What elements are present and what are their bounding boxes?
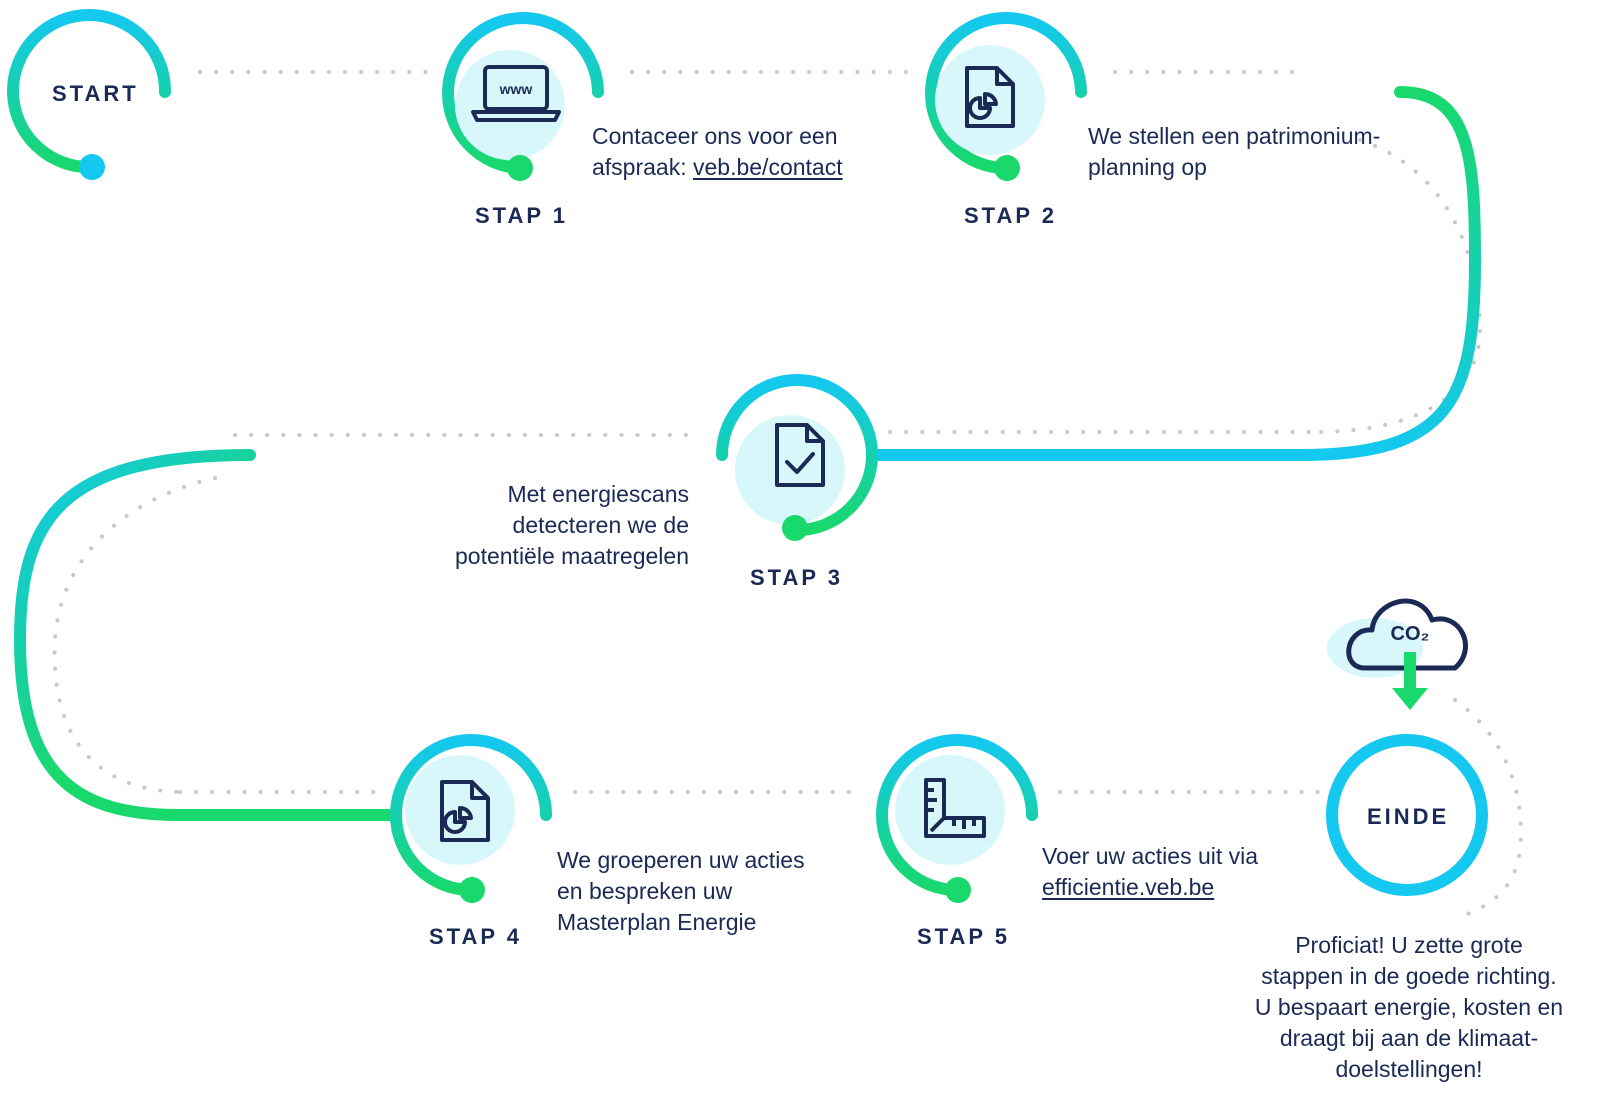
main-track <box>7 9 1482 821</box>
document-pie-chart-icon <box>965 66 1015 128</box>
svg-text:www: www <box>499 81 533 97</box>
end-line: draagt bij aan de klimaat- <box>1279 1025 1539 1051</box>
document-check-icon <box>775 423 825 487</box>
co2-cloud-down-arrow-icon: CO₂ <box>1327 598 1468 710</box>
step-4-label: STAP 4 <box>429 924 522 949</box>
laptop-www-icon: www <box>471 65 561 122</box>
end-line: Proficiat! U zette grote <box>1295 932 1523 958</box>
end-line: U bespaart energie, kosten en <box>1254 994 1564 1020</box>
step-4-description: We groeperen uw acties en bespreken uw M… <box>557 845 805 938</box>
step-3-line: detecteren we de <box>512 512 689 538</box>
step-3-line: potentiële maatregelen <box>455 543 689 569</box>
step-1-description: Contaceer ons voor een afspraak: veb.be/… <box>592 121 843 183</box>
end-label: EINDE <box>1367 804 1450 829</box>
start-label: START <box>52 81 139 106</box>
end-line: stappen in de goede richting. <box>1261 963 1557 989</box>
efficientie-link[interactable]: efficientie.veb.be <box>1042 874 1215 900</box>
step-5-description: Voer uw acties uit via efficientie.veb.b… <box>1042 841 1258 903</box>
document-pie-chart-icon-2 <box>440 780 490 842</box>
end-line: doelstellingen! <box>1335 1056 1483 1082</box>
step-4-line: en bespreken uw <box>557 878 733 904</box>
step-4-line: We groeperen uw acties <box>557 847 805 873</box>
step-1-line: Contaceer ons voor een <box>592 123 838 149</box>
contact-link[interactable]: veb.be/contact <box>693 154 843 180</box>
step-3-label: STAP 3 <box>750 565 843 590</box>
step-2-line: We stellen een patrimonium- <box>1088 123 1381 149</box>
end-description: Proficiat! U zette grote stappen in de g… <box>1244 930 1574 1085</box>
step-3-line: Met energiescans <box>507 481 689 507</box>
track-endpoints <box>79 154 1020 903</box>
step-5-line: Voer uw acties uit via <box>1042 843 1259 869</box>
step-rings <box>389 12 1488 897</box>
step-1-label: STAP 1 <box>475 203 568 228</box>
dotted-guides <box>52 70 1523 917</box>
svg-text:CO₂: CO₂ <box>1391 623 1430 645</box>
ruler-square-icon <box>924 778 986 838</box>
step-4-line: Masterplan Energie <box>557 909 757 935</box>
step-2-label: STAP 2 <box>964 203 1057 228</box>
step-1-line: afspraak: veb.be/contact <box>592 154 843 180</box>
step-3-description: Met energiescans detecteren we de potent… <box>400 479 689 572</box>
step-2-line: planning op <box>1088 154 1207 180</box>
step-2-description: We stellen een patrimonium- planning op <box>1088 121 1380 183</box>
step-5-label: STAP 5 <box>917 924 1010 949</box>
